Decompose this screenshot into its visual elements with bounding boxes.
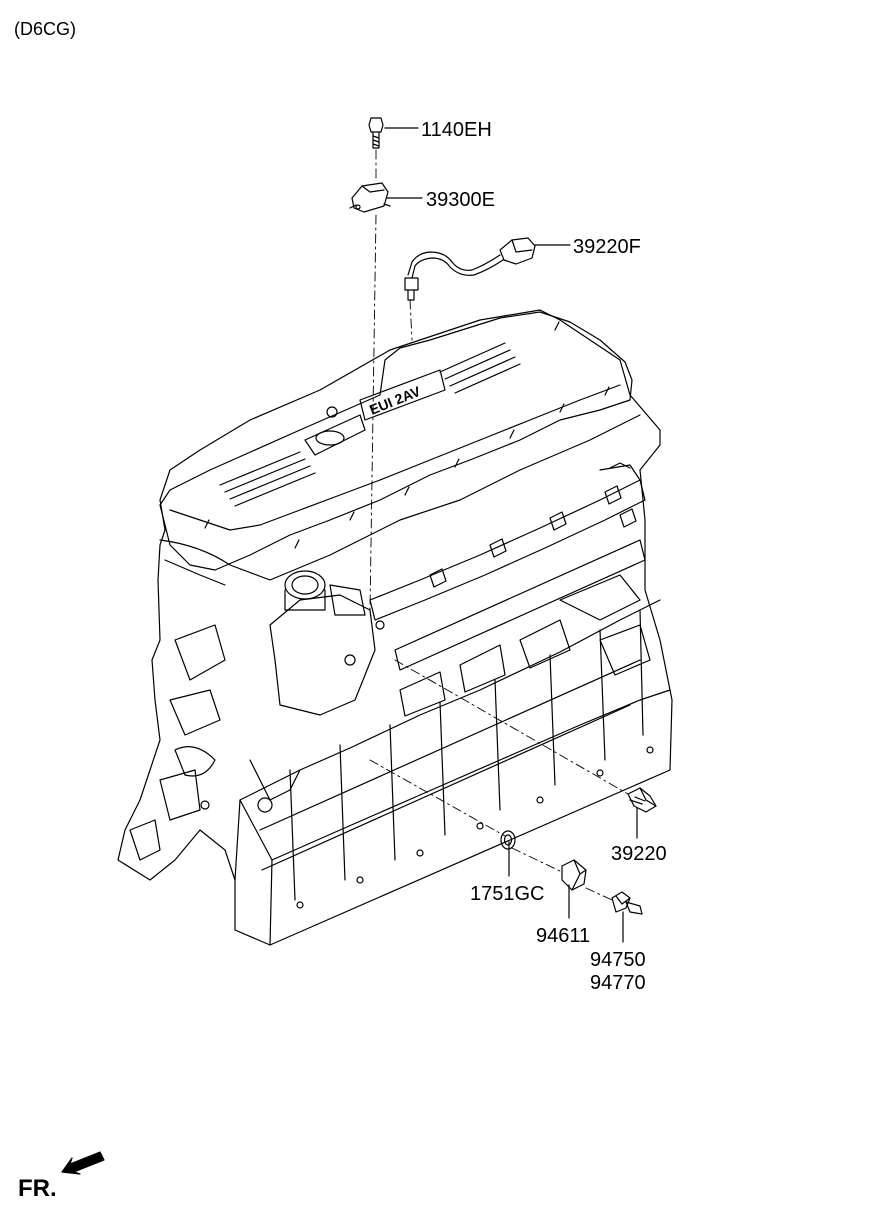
part-callout-1140eh[interactable]: 1140EH xyxy=(421,119,492,141)
map-sensor-39300e-part xyxy=(349,182,391,213)
engine-block xyxy=(117,309,673,946)
alignment-lines xyxy=(369,149,629,901)
pressure-switch-part xyxy=(611,891,643,915)
part-callout-94770[interactable]: 94770 xyxy=(590,972,646,994)
part-callout-39300e[interactable]: 39300E xyxy=(426,189,495,211)
intake-manifold xyxy=(369,462,646,671)
engine-code-label: (D6CG) xyxy=(14,19,76,39)
temp-sensor-39220f-part xyxy=(404,237,536,301)
valve-cover-emboss-text: EUI 2AV xyxy=(367,383,423,418)
part-callout-1751gc[interactable]: 1751GC xyxy=(470,883,545,905)
part-callout-94611[interactable]: 94611 xyxy=(536,925,591,947)
gasket-1751gc-part xyxy=(500,830,516,850)
bolt-1140eh-part xyxy=(368,117,384,149)
front-direction-arrow-icon xyxy=(61,1151,105,1175)
part-callout-39220f[interactable]: 39220F xyxy=(573,236,641,258)
part-callout-94750[interactable]: 94750 xyxy=(590,949,646,971)
water-temp-sensor-39220-part xyxy=(627,787,657,813)
adapter-94611-part xyxy=(561,859,587,891)
valve-cover xyxy=(159,311,633,571)
leader-lines xyxy=(384,127,638,943)
part-callout-39220[interactable]: 39220 xyxy=(611,843,667,865)
intake-elbow xyxy=(269,570,385,716)
front-direction-label: FR. xyxy=(18,1175,57,1202)
